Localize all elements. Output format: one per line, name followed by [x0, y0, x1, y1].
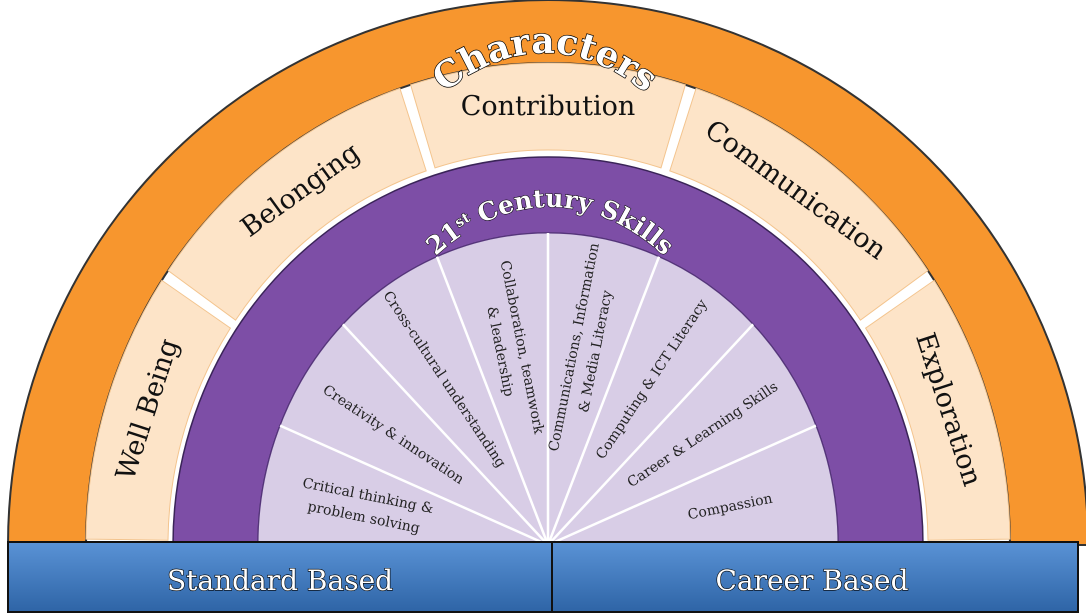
career-based-label: Career Based	[715, 564, 908, 597]
skills-divider	[435, 256, 550, 546]
character-label: Contribution	[461, 91, 636, 122]
standard-based-bar	[7, 541, 553, 613]
character-segment	[167, 87, 427, 321]
base-bar: Standard Based Career Based	[7, 541, 1079, 613]
character-segment	[85, 279, 232, 541]
skills-fan: Critical thinking &problem solvingCreati…	[257, 232, 839, 547]
skills-divider	[279, 424, 549, 547]
character-segment	[864, 279, 1011, 541]
standard-based-label: Standard Based	[167, 564, 393, 597]
skills-divider	[341, 323, 549, 546]
skills-divider	[547, 424, 817, 547]
skills-divider	[547, 323, 755, 546]
skills-divider	[546, 256, 661, 546]
character-segment	[409, 62, 687, 169]
character-segment	[669, 87, 929, 321]
career-based-bar	[551, 541, 1079, 613]
